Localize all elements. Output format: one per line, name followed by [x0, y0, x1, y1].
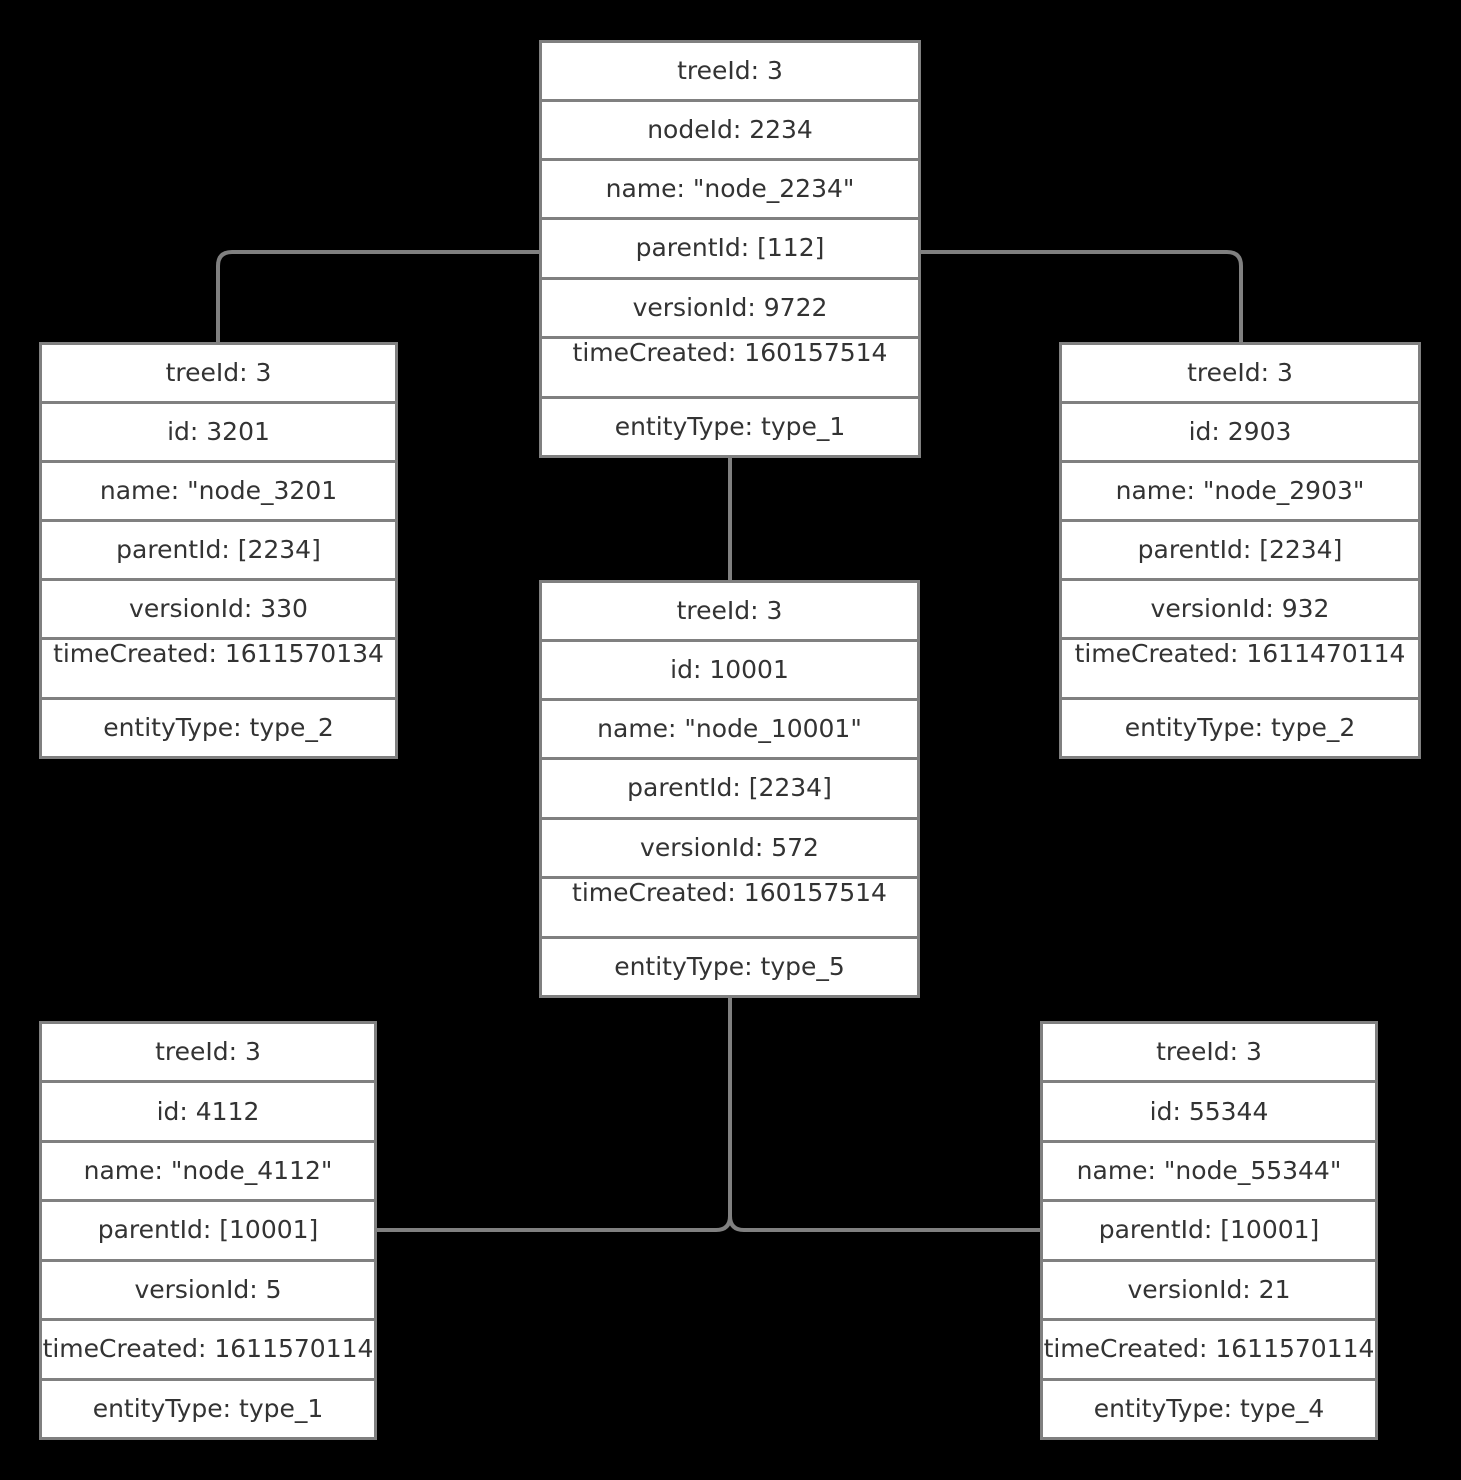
- node-row-timeCreated: timeCreated: 1611570114: [42, 1321, 374, 1381]
- node-row-parentId: parentId: [2234]: [542, 760, 917, 820]
- node-row-name: name: "node_2903": [1062, 463, 1418, 522]
- node-row-id: id: 10001: [542, 642, 917, 702]
- node-row-versionId: versionId: 21: [1043, 1262, 1375, 1322]
- node-row-parentId: parentId: [2234]: [42, 522, 395, 581]
- edge-10001-to-55344: [728, 998, 1040, 1232]
- node-row-name: name: "node_2234": [542, 161, 918, 221]
- node-row-parentId: parentId: [2234]: [1062, 522, 1418, 581]
- node-row-treeId: treeId: 3: [42, 1024, 374, 1084]
- node-row-entityType: entityType: type_5: [614, 951, 845, 981]
- node-row-versionId: versionId: 932: [1062, 581, 1418, 640]
- node-row-treeId: treeId: 3: [1062, 345, 1418, 404]
- edge-10001-to-4112: [377, 998, 732, 1232]
- node-row-treeId: treeId: 3: [542, 583, 917, 643]
- node-row-id: id: 2903: [1062, 404, 1418, 463]
- node-row-parentId: parentId: [112]: [542, 220, 918, 280]
- node-row-entityType: entityType: type_1: [614, 411, 846, 441]
- node-row-id: id: 4112: [42, 1083, 374, 1143]
- node-row-name: name: "node_55344": [1043, 1143, 1375, 1203]
- node-row-versionId: versionId: 330: [42, 581, 395, 640]
- node-row-id: id: 3201: [42, 404, 395, 463]
- node-row-nodeId: nodeId: 2234: [542, 102, 918, 162]
- node-row-versionId: versionId: 5: [42, 1262, 374, 1322]
- node-row-name: name: "node_4112": [42, 1143, 374, 1203]
- node-row-treeId: treeId: 3: [1043, 1024, 1375, 1084]
- node-row-name: name: "node_3201: [42, 463, 395, 522]
- node-row-timeCreated: timeCreated: 1611570114: [1043, 1321, 1375, 1381]
- node-row-treeId: treeId: 3: [42, 345, 395, 404]
- node-row-name: name: "node_10001": [542, 701, 917, 761]
- node-row-entityType: entityType: type_2: [103, 712, 334, 742]
- edge-2234-to-2903: [921, 250, 1243, 342]
- node-row-entityType: entityType: type_4: [1093, 1393, 1325, 1423]
- node-row-id: id: 55344: [1043, 1083, 1375, 1143]
- node-row-timeCreated: timeCreated: 1611470114: [1062, 640, 1418, 700]
- node-row-timeCreated: timeCreated: 160157514: [542, 879, 917, 939]
- node-row-treeId: treeId: 3: [542, 43, 918, 103]
- node-row-entityType: entityType: type_1: [92, 1393, 324, 1423]
- node-row-timeCreated: timeCreated: 160157514: [542, 339, 918, 399]
- node-row-timeCreated: timeCreated: 1611570134: [42, 640, 395, 700]
- node-row-entityType: entityType: type_2: [1124, 712, 1356, 742]
- edge-2234-to-3201: [216, 250, 539, 342]
- node-row-versionId: versionId: 9722: [542, 280, 918, 339]
- node-row-versionId: versionId: 572: [542, 820, 917, 879]
- node-row-parentId: parentId: [10001]: [42, 1202, 374, 1262]
- node-row-parentId: parentId: [10001]: [1043, 1202, 1375, 1262]
